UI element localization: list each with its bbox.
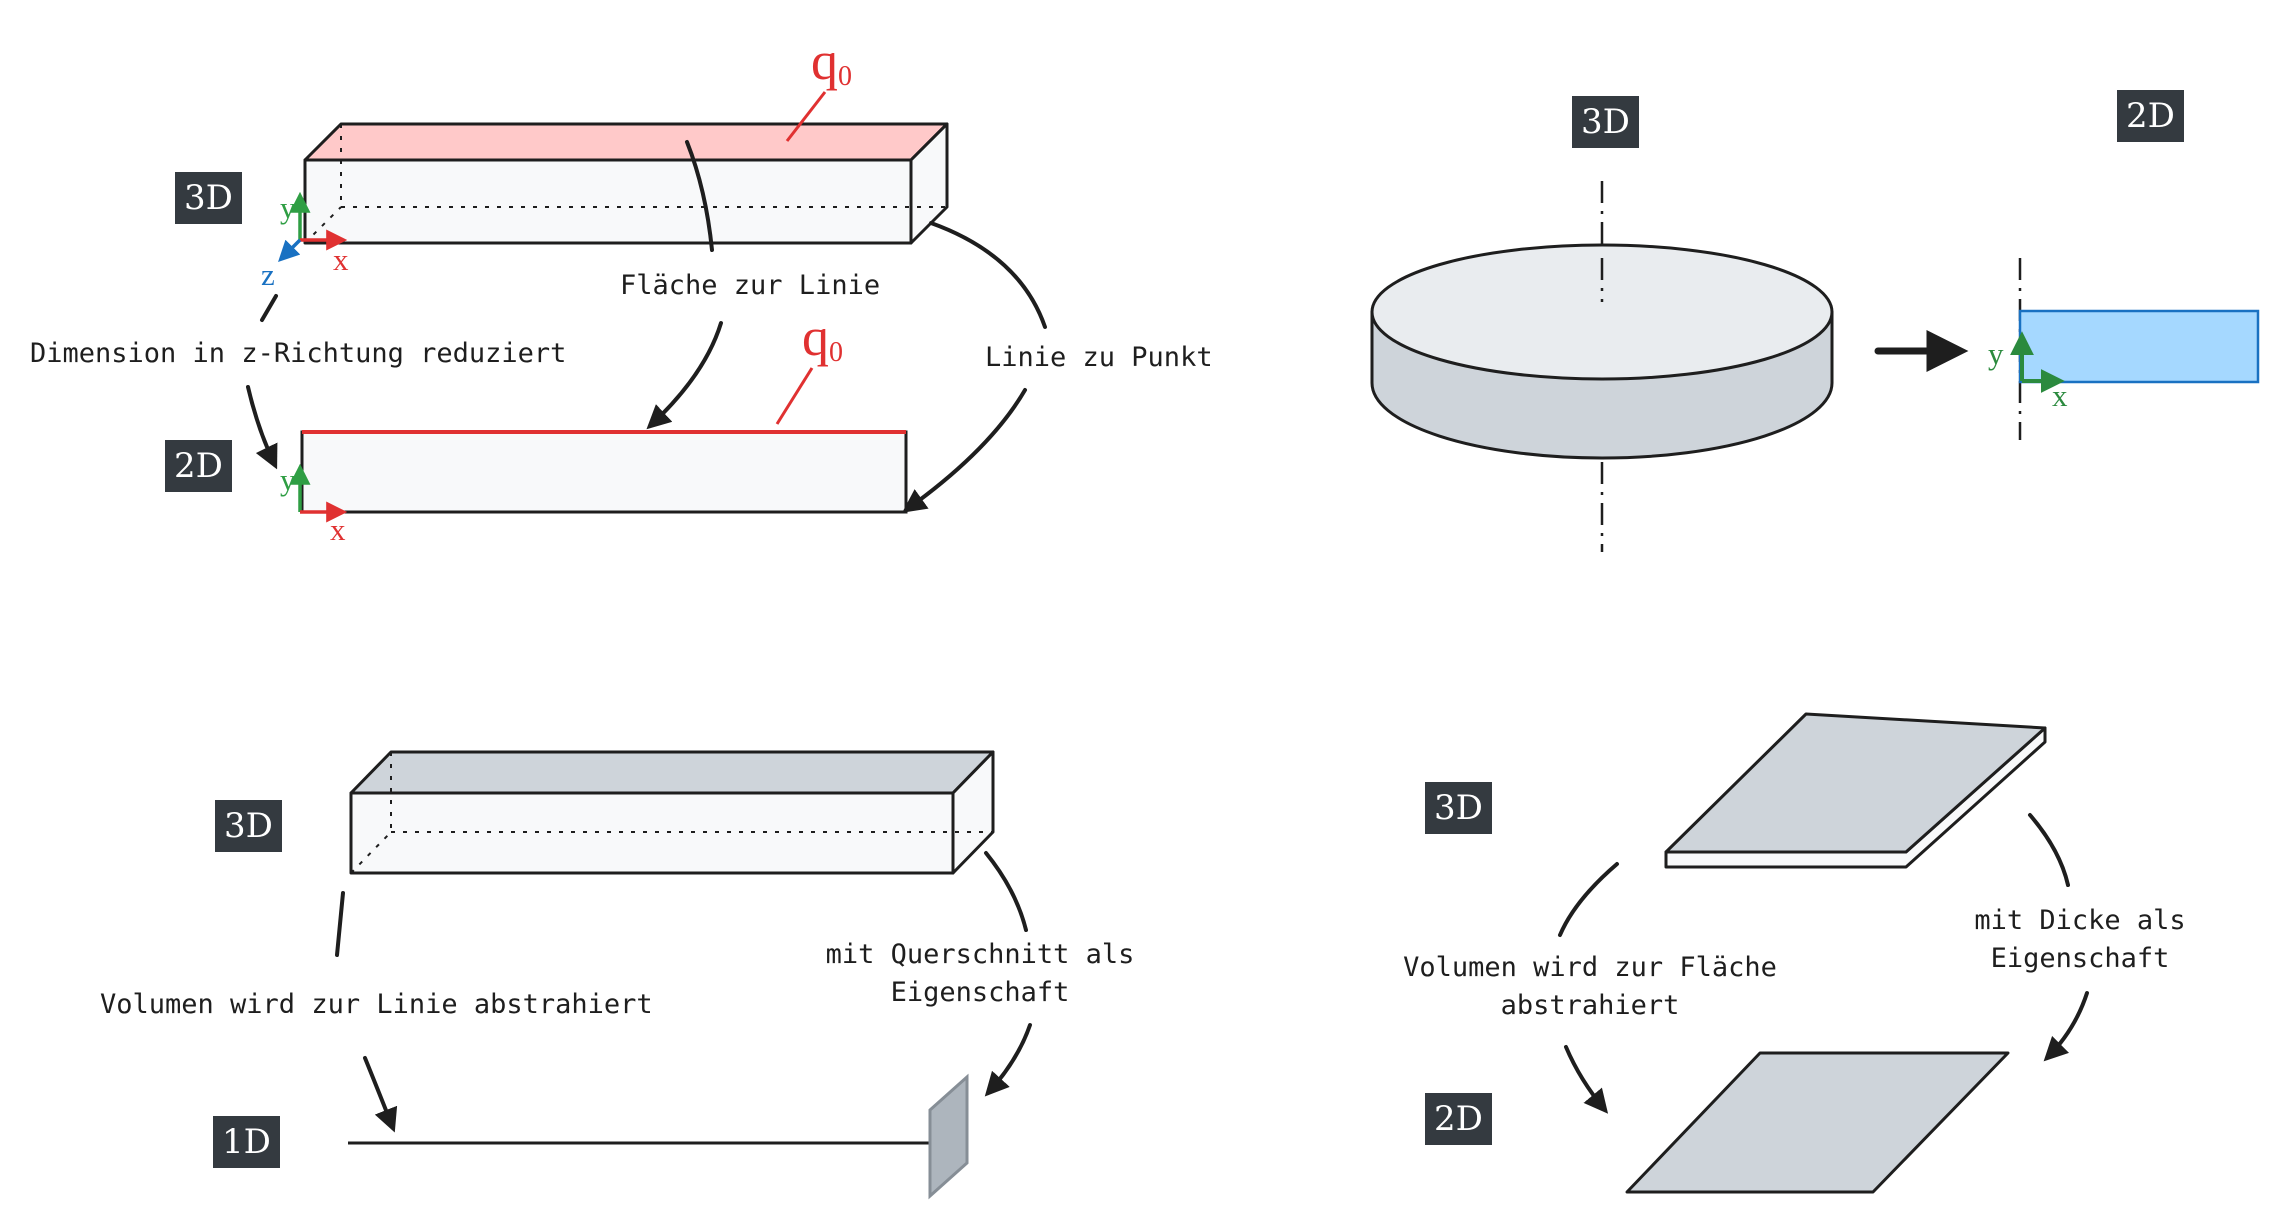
coordinate-axes-2d	[289, 463, 348, 523]
disc-top-face	[1370, 243, 1834, 381]
label-volume-to-surface: Volumen wird zur Fläche abstrahiert	[1390, 949, 1790, 1025]
beam-1d	[348, 1073, 969, 1200]
arrow-volume-to-surface-bottom	[1564, 1045, 1609, 1114]
arrow-line-to-point-bottom	[902, 388, 1027, 513]
label-line: Eigenschaft	[890, 977, 1070, 1008]
badge-2d: 2D	[1425, 1093, 1492, 1145]
label-line-to-point: Linie zu Punkt	[985, 342, 1213, 373]
arrow-cross-section-top	[984, 851, 1028, 932]
arrow-volume-to-surface-top	[1558, 862, 1619, 937]
load-subscript: 0	[829, 337, 843, 368]
axis-label-x: x	[330, 512, 346, 547]
arrow-volume-to-line-bottom	[363, 1056, 398, 1133]
plate-top-face	[1664, 712, 2047, 854]
load-symbol: q	[802, 307, 829, 367]
load-label-q0-top: q0	[811, 34, 852, 104]
beam-top-face-loaded	[303, 122, 949, 162]
badge-3d: 3D	[1425, 782, 1492, 834]
arrow-dimension-reduced-top	[260, 294, 278, 322]
disc-3d	[1370, 181, 1834, 552]
label-line: Eigenschaft	[1990, 943, 2170, 974]
badge-2d: 2D	[165, 440, 232, 492]
beam-front-face	[303, 158, 913, 245]
arrow-volume-to-line-top	[335, 891, 345, 957]
label-line: abstrahiert	[1500, 990, 1680, 1021]
beam-3d-bottom-left	[349, 750, 995, 875]
label-surface-to-line: Fläche zur Linie	[620, 270, 881, 301]
axis-label-z: z	[261, 257, 275, 292]
label-line: Volumen wird zur Fläche	[1403, 952, 1777, 983]
badge-2d: 2D	[2117, 90, 2184, 142]
axis-label-y: y	[280, 462, 296, 497]
disc-2d-section	[2010, 258, 2260, 440]
disc-cross-section	[2018, 309, 2260, 384]
beam-2d-top-left	[300, 367, 908, 514]
badge-3d: 3D	[175, 172, 242, 224]
axis-label-y: y	[280, 190, 296, 225]
beam-top-face	[349, 750, 995, 795]
load-q0-leader-bottom	[775, 367, 814, 425]
load-label-q0-bottom: q0	[802, 310, 843, 380]
beam-end-face	[909, 122, 949, 245]
arrow-thickness-bottom	[2043, 991, 2089, 1062]
cross-section-plane	[928, 1073, 969, 1200]
load-symbol: q	[811, 31, 838, 91]
plate-2d-surface	[1625, 1051, 2010, 1194]
label-cross-section-property: mit Querschnitt als Eigenschaft	[810, 936, 1150, 1012]
badge-3d: 3D	[215, 800, 282, 852]
label-dimension-reduced: Dimension in z-Richtung reduziert	[30, 338, 567, 369]
arrow-surface-to-line-top	[685, 140, 714, 252]
arrow-cross-section-bottom	[984, 1023, 1032, 1097]
beam-hidden-edge	[304, 206, 342, 244]
load-q0-leader-top	[785, 91, 827, 142]
z-axis-arrow	[278, 238, 302, 262]
badge-3d: 3D	[1572, 96, 1639, 148]
axis-label-x: x	[2052, 378, 2068, 413]
label-line: mit Querschnitt als	[825, 939, 1135, 970]
badge-1d: 1D	[213, 1116, 280, 1168]
beam-2d-rectangle	[300, 430, 908, 514]
axis-label-x: x	[333, 242, 349, 277]
load-subscript: 0	[838, 61, 852, 92]
label-volume-to-line: Volumen wird zur Linie abstrahiert	[100, 989, 653, 1020]
beam-3d-top-left	[303, 122, 949, 245]
axis-label-y: y	[1988, 336, 2004, 371]
label-line: mit Dicke als	[1974, 905, 2186, 936]
arrow-thickness-top	[2028, 813, 2070, 887]
arrow-dimension-reduced-bottom	[246, 385, 278, 470]
coordinate-axes-3d	[278, 191, 348, 262]
arrow-surface-to-line-bottom	[646, 321, 723, 430]
label-thickness-property: mit Dicke als Eigenschaft	[1950, 902, 2210, 978]
plate-3d	[1664, 712, 2047, 869]
arrow-line-to-point-top	[929, 221, 1047, 329]
